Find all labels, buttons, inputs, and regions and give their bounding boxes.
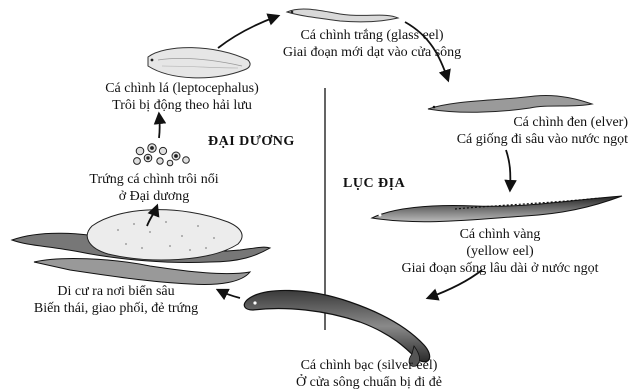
arrow-eggs-to-leptocephalus (159, 114, 160, 138)
spawning-label: Di cư ra nơi biển sâu Biến thái, giao ph… (2, 283, 230, 317)
glass-eel-description: Giai đoạn mới dạt vào cửa sông (262, 44, 482, 61)
eggs-label: Trứng cá chình trôi nổi ở Đại dương (66, 171, 242, 205)
yellow-eel-icon (372, 196, 622, 222)
eggs-icon (134, 144, 190, 166)
spawning-name: Di cư ra nơi biển sâu (2, 283, 230, 300)
silver-eel-name: Cá chình bạc (silver eel) (254, 357, 484, 374)
elver-icon (428, 95, 592, 112)
spawning-eels-icon (12, 210, 270, 285)
land-region-label: LỤC ĐỊA (343, 176, 405, 192)
glass-eel-icon (287, 9, 398, 22)
glass-eel-label: Cá chình trắng (glass eel) Giai đoạn mới… (262, 27, 482, 61)
elver-label: Cá chình đen (elver) Cá giống đi sâu vào… (370, 114, 628, 148)
leptocephalus-label: Cá chình lá (leptocephalus) Trôi bị động… (84, 80, 280, 114)
eggs-description: ở Đại dương (66, 188, 242, 205)
yellow-eel-name: Cá chình vàng (368, 226, 632, 243)
leptocephalus-icon (148, 48, 250, 78)
leptocephalus-description: Trôi bị động theo hải lưu (84, 97, 280, 114)
yellow-eel-description: Giai đoạn sống lâu dài ở nước ngọt (368, 260, 632, 277)
arrow-elver-to-yellow-eel (506, 150, 510, 190)
silver-eel-icon (244, 290, 429, 366)
ocean-region-label: ĐẠI DƯƠNG (208, 134, 295, 150)
elver-name: Cá chình đen (elver) (370, 114, 628, 131)
silver-eel-label: Cá chình bạc (silver eel) Ở cửa sông chu… (254, 357, 484, 391)
yellow-eel-label: Cá chình vàng (yellow eel) Giai đoạn sốn… (368, 226, 632, 277)
spawning-description: Biến thái, giao phối, đẻ trứng (2, 300, 230, 317)
yellow-eel-english-name: (yellow eel) (368, 243, 632, 260)
silver-eel-description: Ở cửa sông chuẩn bị đi đẻ (254, 374, 484, 391)
eggs-name: Trứng cá chình trôi nổi (66, 171, 242, 188)
glass-eel-name: Cá chình trắng (glass eel) (262, 27, 482, 44)
leptocephalus-name: Cá chình lá (leptocephalus) (84, 80, 280, 97)
elver-description: Cá giống đi sâu vào nước ngọt (370, 131, 628, 148)
